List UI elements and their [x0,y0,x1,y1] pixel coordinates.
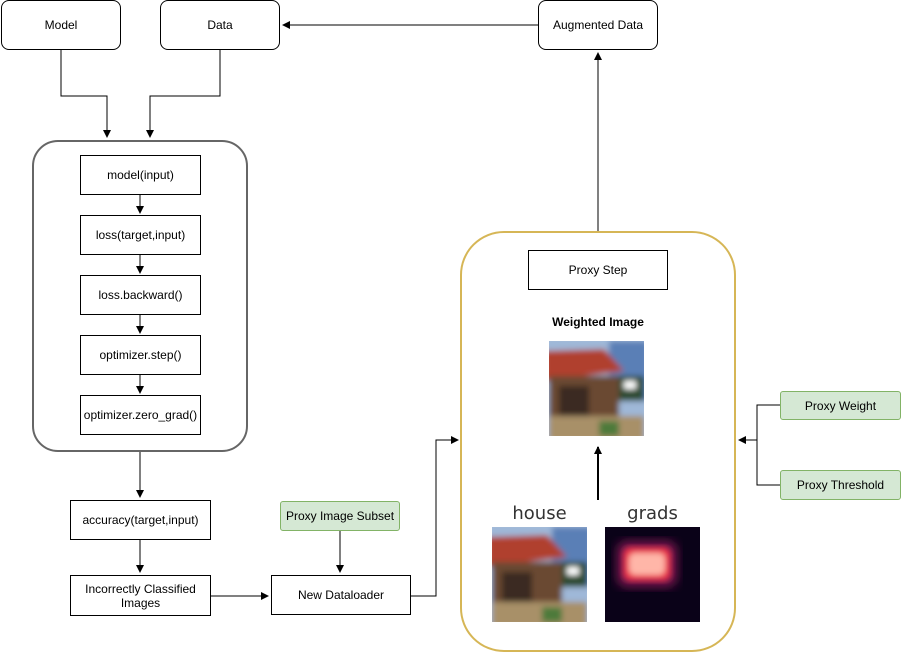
edge-data-to-loop [146,50,221,138]
optimizer-step-label: optimizer.step() [99,348,182,362]
proxy-step-container [460,231,736,652]
forward-step: model(input) [80,155,201,195]
model-node: Model [1,0,121,50]
forward-step-label: model(input) [107,168,174,182]
training-loop-container [32,140,248,452]
data-node: Data [160,0,280,50]
edge-threshold-to-proxy [756,440,780,486]
zero-grad-step: optimizer.zero_grad() [80,395,201,435]
backward-step-label: loss.backward() [98,288,183,302]
optimizer-step: optimizer.step() [80,335,201,375]
edge-model-to-loop [60,50,111,138]
edge-dataloader-to-proxy [411,436,459,597]
augmented-data-label: Augmented Data [552,18,644,32]
accuracy-node: accuracy(target,input) [70,500,211,540]
new-dataloader-node: New Dataloader [271,575,411,615]
grads-label: grads [627,503,678,524]
proxy-step-node: Proxy Step [528,250,668,290]
proxy-weight-label: Proxy Weight [804,398,877,413]
incorrect-label: Incorrectly Classified Images [85,581,196,610]
new-dataloader-label: New Dataloader [297,588,385,602]
augmented-data-node: Augmented Data [538,0,658,50]
model-label: Model [44,18,78,32]
backward-step: loss.backward() [80,275,201,315]
proxy-step-label: Proxy Step [568,263,628,277]
house-label: house [512,503,567,524]
incorrect-node: Incorrectly Classified Images [70,575,211,616]
grads-heatmap-image [605,527,700,622]
weighted-house-image [549,341,644,436]
proxy-threshold-node: Proxy Threshold [780,470,901,500]
house-image [492,527,587,622]
accuracy-label: accuracy(target,input) [82,513,199,527]
proxy-weight-node: Proxy Weight [780,391,901,420]
proxy-subset-label: Proxy Image Subset [285,509,395,523]
proxy-subset-node: Proxy Image Subset [280,501,400,531]
zero-grad-step-label: optimizer.zero_grad() [83,408,198,422]
weighted-image-title: Weighted Image [552,315,644,329]
edge-weight-to-proxy [738,404,780,444]
loss-step-label: loss(target,input) [95,228,186,242]
proxy-threshold-label: Proxy Threshold [796,478,885,492]
loss-step: loss(target,input) [80,215,201,255]
data-label: Data [207,18,233,32]
